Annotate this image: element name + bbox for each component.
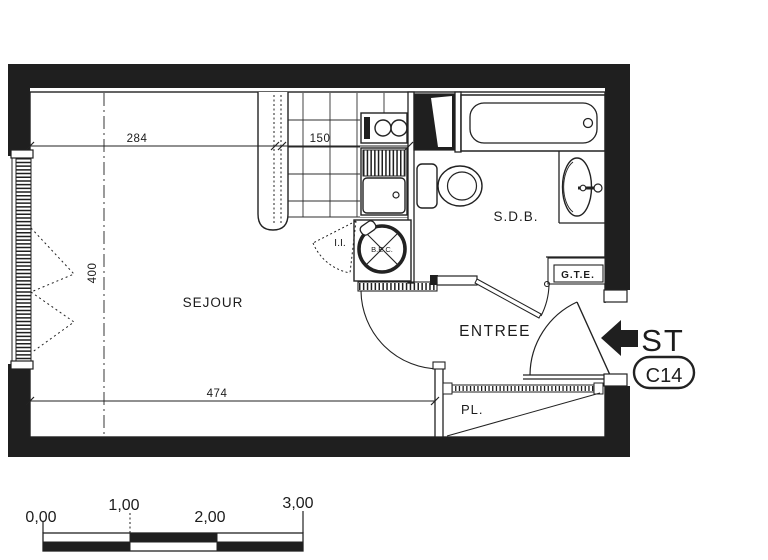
door-jamb-black: [430, 275, 438, 285]
bathroom: S.D.B. G.T.E.: [413, 91, 606, 319]
closet-diagonal: [446, 392, 601, 437]
sejour-door-arc: [360, 290, 441, 370]
partition-capsule: [257, 92, 289, 231]
wall-bottom: [8, 437, 630, 457]
dim-150: 150: [310, 133, 331, 145]
entree-area: ENTREE: [459, 289, 628, 387]
dim-284: 284: [127, 133, 148, 145]
entry-arrow-icon: [601, 320, 638, 356]
entry-door-leaf: [576, 301, 611, 376]
duct-shaft: [413, 93, 456, 151]
apartment-code: C14: [646, 365, 683, 387]
dim-400: 400: [87, 263, 99, 284]
sejour-door-leaf: [357, 281, 438, 292]
door-hinge-mark: [543, 280, 551, 288]
casement-swing-2: [30, 291, 75, 354]
cooktop-icon: [360, 112, 408, 144]
gte-label: G.T.E.: [561, 270, 595, 281]
entry-marker: ST C14: [601, 320, 696, 390]
kitchen-sink-icon: [360, 147, 408, 216]
apartment-badge: [632, 355, 696, 390]
water-heater-icon: [357, 224, 407, 274]
window-sill-bottom: [10, 360, 34, 370]
window-sill-top: [10, 149, 34, 159]
scale-3: 3,00: [282, 495, 313, 512]
wall-right-lower: [605, 386, 630, 457]
entree-label: ENTREE: [459, 323, 531, 340]
folding-door-label: I.I.: [334, 237, 346, 249]
closet-label: PL.: [461, 402, 484, 417]
bathtub-icon: [460, 94, 606, 152]
water-heater-closet: B.E.C. I.I.: [312, 219, 412, 282]
dimension-lines: 284 150 400 474: [25, 93, 440, 437]
scale-1: 1,00: [108, 497, 139, 514]
closet-wall-cap: [432, 361, 446, 370]
st-label: ST: [641, 323, 685, 358]
bathroom-label: S.D.B.: [493, 209, 538, 224]
closet-rail-end-l: [442, 382, 453, 395]
bathroom-door: [474, 278, 550, 319]
dim-474: 474: [207, 388, 228, 400]
washbasin-icon: [558, 151, 605, 224]
wall-left-upper: [8, 64, 30, 157]
casement-swing-1: [30, 227, 75, 293]
wall-top: [8, 64, 630, 88]
entry-jamb-bottom: [603, 373, 628, 387]
water-heater-cross-2: [365, 232, 399, 266]
wall-entree-north: [436, 275, 478, 286]
entry-jamb-top: [603, 289, 628, 303]
scale-bar: 0,00 1,00 2,00 3,00: [25, 495, 314, 552]
toilet-icon: [416, 163, 483, 209]
scale-0: 0,00: [25, 509, 56, 526]
wall-tub-end: [454, 91, 462, 153]
entry-door-arc: [529, 301, 578, 376]
sejour-doorway: [357, 275, 478, 370]
wall-closet-west: [434, 364, 444, 438]
folding-door-swing: [312, 220, 357, 274]
window-left: [10, 149, 75, 370]
wall-left-lower: [8, 364, 30, 457]
water-heater-label: B.E.C.: [371, 245, 393, 254]
closet-rail-end-r: [593, 382, 604, 395]
outer-walls: [8, 64, 630, 457]
closet-pl: PL.: [432, 361, 604, 438]
sejour-label: SEJOUR: [183, 295, 244, 310]
water-heater-valve: [359, 220, 377, 236]
gte-box: G.T.E.: [543, 256, 606, 288]
wall-right-upper: [605, 64, 630, 290]
scale-2: 2,00: [194, 509, 225, 526]
kitchenette: [257, 91, 415, 284]
